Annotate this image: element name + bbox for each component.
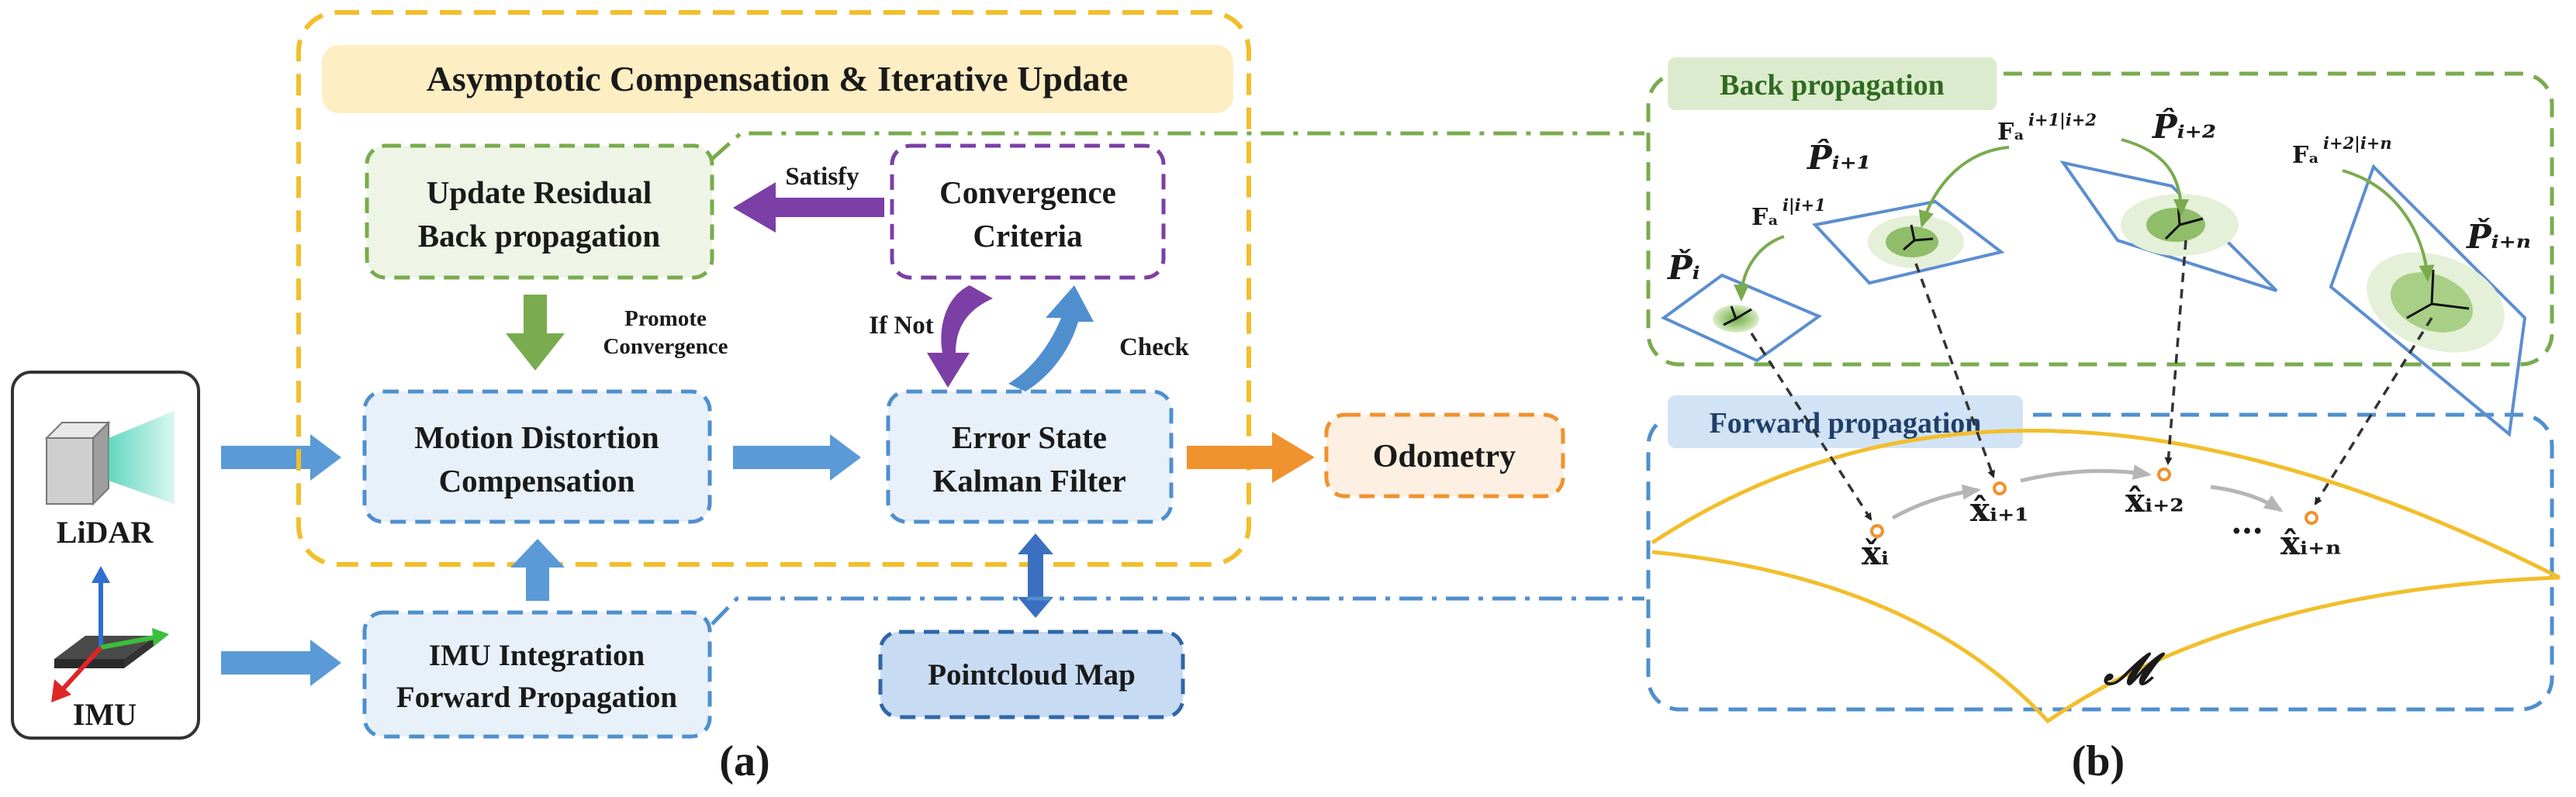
check-arrow [1008,285,1094,392]
label-p-in: P̌ᵢ₊ₙ [2466,216,2531,256]
label-f3-sup: i+2|i+n [2323,133,2392,153]
lidar-arrow [221,434,341,481]
odometry-box [1324,412,1565,499]
imu-arrow [221,640,341,686]
imu-integration-line1: IMU Integration [429,639,645,672]
caption-b: (b) [2072,737,2125,785]
sensor-group: LiDAR IMU [11,371,200,740]
fwd-arrow-3 [2210,485,2284,512]
manifold-label: 𝓜 [2103,643,2166,695]
satisfy-label: Satisfy [785,163,859,191]
node-x-i2 [2157,468,2171,481]
sensor-arrows [221,434,341,686]
label-f2: 𝐅ₐ [1997,119,2024,146]
forward-propagation-connector [711,596,1644,626]
iterative-update-region [296,10,1251,567]
manifold-lower-curve [1651,550,2560,724]
label-f3: 𝐅ₐ [2292,142,2319,169]
label-x-i: x̌ᵢ [1862,534,1889,572]
label-p-i2: P̂ᵢ₊₂ [2152,106,2216,146]
proj-x-i [1750,333,1872,521]
f2b-arrow [2121,138,2189,216]
error-state-box [886,389,1174,524]
eskf-to-odometry-arrow [1187,432,1315,483]
title-banner [322,45,1233,113]
f1-arrow [1734,235,1785,302]
proj-x-i1 [1914,263,1995,478]
panel-a-title: Asymptotic Compensation & Iterative Upda… [427,59,1129,98]
odometry-label: Odometry [1373,439,1516,474]
motion-distortion-line2: Compensation [439,463,635,499]
back-propagation-label: Back propagation [1720,69,1945,102]
frame-p-i1 [1812,199,2005,285]
update-residual-line2: Back propagation [418,218,661,254]
f2-arrow [1918,146,2010,228]
label-x-i2: x̂ᵢ₊₂ [2125,481,2184,519]
lidar-icon [44,411,175,506]
manifold-upper-curve [1651,429,2561,580]
lidar-label: LiDAR [57,515,154,550]
label-dots: … [2231,503,2263,541]
promote-label-line2: Convergence [603,334,728,359]
frame-p-in [2329,164,2527,437]
back-propagation-connector [711,131,1644,160]
update-residual-box [365,143,714,280]
promote-label-line1: Promote [624,306,707,331]
imu-integration-line2: Forward Propagation [396,681,677,714]
fwd-arrow-1 [1891,484,1981,520]
caption-a: (a) [719,737,769,785]
check-label: Check [1119,333,1189,361]
label-f1-sup: i|i+1 [1782,195,1826,215]
imu-label: IMU [73,697,137,732]
frame-p-i2 [2059,160,2278,292]
label-x-in: x̂ᵢ₊ₙ [2280,524,2342,562]
fwd-arrow-2 [2020,464,2152,483]
panel-a: LiDAR IMU Asymptotic Compensation & I [11,10,1644,785]
proj-x-i2 [2164,240,2187,465]
back-propagation-region [1646,71,2554,367]
map-double-arrow [1018,533,1053,618]
satisfy-arrow [733,182,884,233]
pointcloud-map-box [878,630,1185,719]
node-x-i1 [1993,481,2007,495]
motion-to-eskf-arrow [733,434,861,481]
convergence-line1: Convergence [939,174,1116,210]
node-x-in [2305,511,2318,525]
convergence-line2: Criteria [973,218,1082,254]
error-state-line2: Kalman Filter [932,463,1125,499]
f3-arrow [2342,169,2435,282]
label-p-i: P̌ᵢ [1667,247,1700,287]
if-not-arrow [927,285,993,388]
error-state-line1: Error State [952,419,1107,455]
promote-arrow [506,295,565,371]
if-not-label: If Not [869,312,933,340]
imu-integration-box [362,610,712,739]
pointcloud-map-label: Pointcloud Map [928,658,1136,692]
back-propagation-tag [1665,54,2000,113]
label-p-i1: P̂ᵢ₊₁ [1807,137,1871,177]
imu-icon [51,566,169,702]
update-residual-line1: Update Residual [427,174,652,210]
forward-propagation-region [1646,412,2554,712]
label-f1: 𝐅ₐ [1751,204,1779,231]
label-f2-sup: i+1|i+2 [2028,110,2097,129]
label-x-i1: x̂ᵢ₊₁ [1970,491,2029,529]
motion-distortion-line1: Motion Distortion [414,419,659,455]
imu-to-motion-arrow [510,539,565,601]
motion-distortion-box [362,389,712,524]
panel-b: Back propagation Forward propagation 𝓜 [1646,54,2561,785]
forward-propagation-label: Forward propagation [1710,407,1982,440]
convergence-box [890,143,1166,280]
proj-x-in [2314,317,2433,505]
node-x-i [1870,524,1884,538]
frame-p-i [1661,273,1823,363]
